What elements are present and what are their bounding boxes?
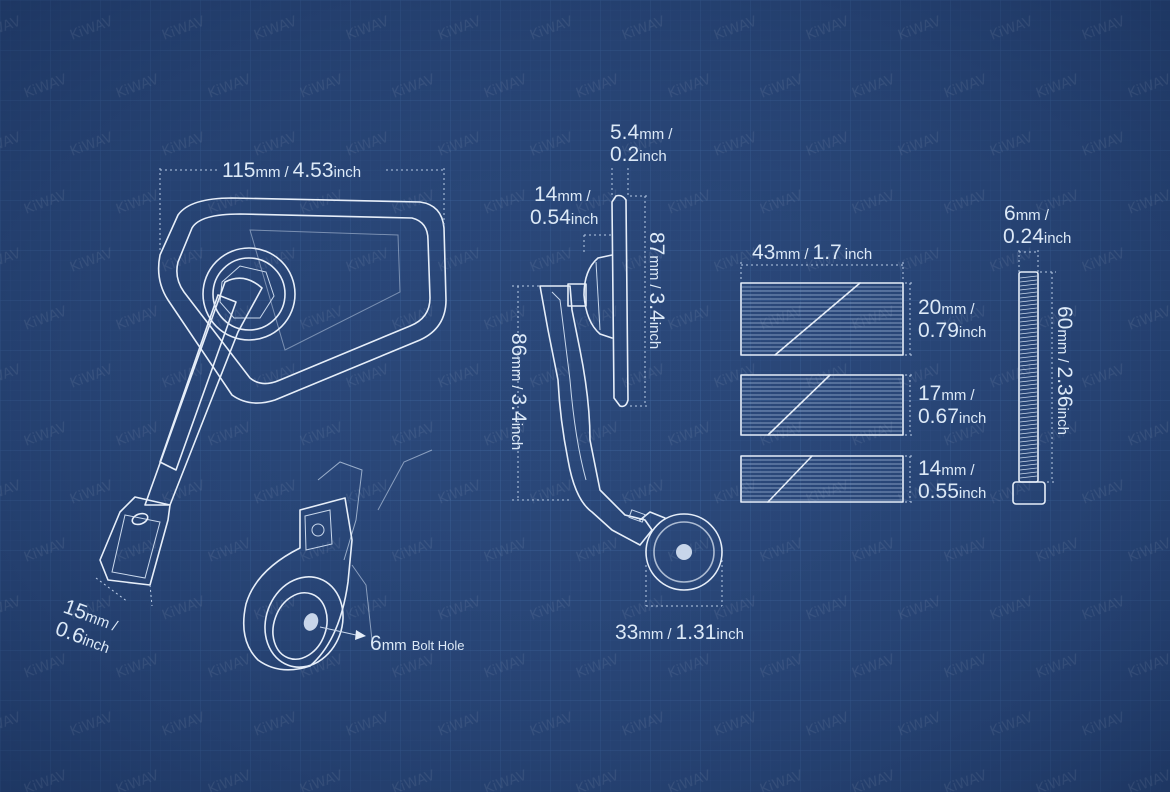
dim-shim3-line2: 0.55inch [918,480,986,503]
bolt [1012,271,1046,505]
dim-shim2-line2: 0.67inch [918,405,986,428]
dim-bolt-diameter-line2: 0.24inch [1003,225,1071,248]
dim-shim3-line1: 14mm/ [918,457,975,480]
dim-mirror-width: 115mm/4.53inch [222,159,361,182]
dim-clamp-diameter: 33mm/1.31inch [615,621,744,644]
dim-shim1-line2: 0.79inch [918,319,986,342]
dim-glass-height: 87mm/3.4inch [645,232,668,349]
spacer-block [740,374,904,436]
dim-bolt-length: 60mm/2.36inch [1053,306,1076,435]
dim-head-depth-line1: 14mm/ [534,183,591,206]
dim-head-depth-line2: 0.54inch [530,206,598,229]
dim-bolt-diameter-line1: 6mm/ [1004,202,1050,225]
dim-shim1-line1: 20mm/ [918,296,975,319]
dim-glass-thick-line2: 0.2inch [610,143,667,166]
dim-glass-thick-line1: 5.4mm/ [610,121,673,144]
spacer-block [740,282,904,356]
clamp-detail [242,449,433,671]
dim-shim2-line1: 17mm/ [918,382,975,405]
spacer-block [740,455,904,503]
mirror-side-view [539,194,723,591]
mirror-front-view [99,197,447,586]
dim-arm-height: 86mm/3.4inch [507,333,530,450]
spacer-blocks [740,282,904,503]
